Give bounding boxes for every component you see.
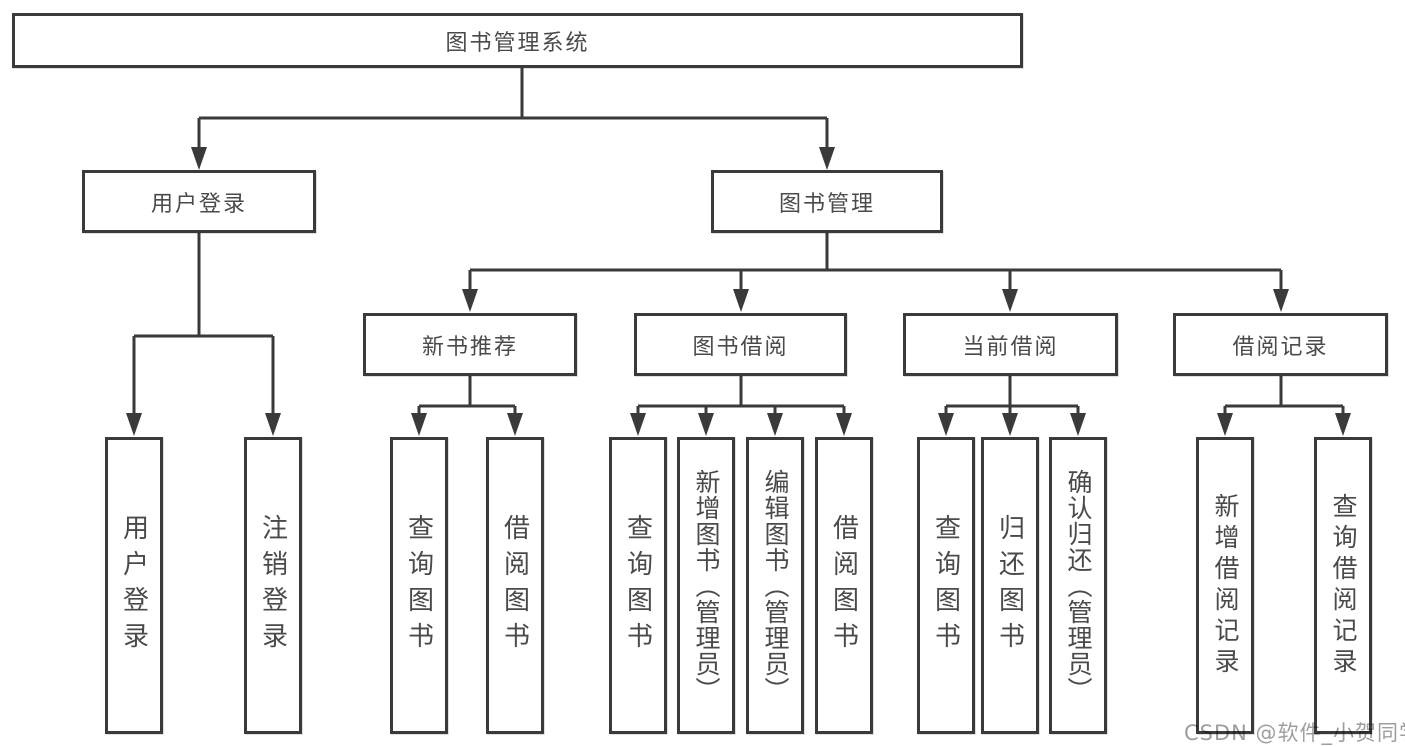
arrow-down-icon xyxy=(462,289,478,312)
arrow-down-icon xyxy=(733,289,749,312)
leaf-borrow-books: 借阅图书 xyxy=(815,437,873,734)
node-user-login: 用户登录 xyxy=(82,170,316,233)
node-label: 归还图书 xyxy=(994,513,1025,658)
node-label: 用户登录 xyxy=(150,191,247,217)
connector-root-to-level2 xyxy=(191,68,835,170)
arrow-down-icon xyxy=(836,413,852,436)
connector-user-login-children xyxy=(126,232,281,436)
node-label: 注销登录 xyxy=(257,513,288,658)
watermark: CSDN @软件_小贺同学 xyxy=(1184,721,1405,745)
node-label: 新增借阅记录 xyxy=(1211,492,1240,679)
connector-new-book-recommend-children xyxy=(411,376,523,436)
node-label: 借阅图书 xyxy=(499,513,530,658)
node-current-borrow: 当前借阅 xyxy=(903,313,1118,376)
leaf-add-books-admin: 新增图书（管理员） xyxy=(677,437,735,734)
node-label: 用户登录 xyxy=(118,513,149,658)
connector-current-borrow-children xyxy=(938,376,1086,436)
arrow-down-icon xyxy=(698,413,714,436)
arrow-down-icon xyxy=(1070,413,1086,436)
node-library-system: 图书管理系统 xyxy=(12,13,1023,68)
node-label: 图书借阅 xyxy=(692,334,789,360)
arrow-down-icon xyxy=(1273,289,1289,312)
node-book-borrow: 图书借阅 xyxy=(634,313,847,376)
connector-book-borrow-children xyxy=(630,376,852,436)
arrow-down-icon xyxy=(767,413,783,436)
node-label: 编辑图书（管理员） xyxy=(761,468,790,703)
node-label: 借阅记录 xyxy=(1232,334,1329,360)
arrow-down-icon xyxy=(191,147,207,170)
node-label: 新书推荐 xyxy=(421,334,518,360)
connector-book-management-children xyxy=(462,233,1289,312)
leaf-query-books-current: 查询图书 xyxy=(917,437,975,734)
node-label: 当前借阅 xyxy=(962,334,1059,360)
leaf-query-borrow-record: 查询借阅记录 xyxy=(1314,437,1372,734)
node-label: 借阅图书 xyxy=(828,513,859,658)
leaf-query-books-borrow: 查询图书 xyxy=(609,437,667,734)
node-label: 新增图书（管理员） xyxy=(692,468,721,703)
node-label: 图书管理 xyxy=(778,191,875,217)
node-borrow-records: 借阅记录 xyxy=(1173,313,1388,376)
leaf-add-borrow-record: 新增借阅记录 xyxy=(1196,437,1254,734)
arrow-down-icon xyxy=(938,413,954,436)
arrow-down-icon xyxy=(411,413,427,436)
arrow-down-icon xyxy=(1002,289,1018,312)
leaf-user-login: 用户登录 xyxy=(105,437,163,734)
arrow-down-icon xyxy=(507,413,523,436)
node-new-book-recommend: 新书推荐 xyxy=(363,313,577,376)
leaf-confirm-return-admin: 确认归还（管理员） xyxy=(1049,437,1107,734)
leaf-query-books-recommend: 查询图书 xyxy=(390,437,448,734)
arrow-down-icon xyxy=(1217,413,1233,436)
leaf-return-books: 归还图书 xyxy=(981,437,1039,734)
arrow-down-icon xyxy=(126,413,142,436)
node-label: 查询图书 xyxy=(930,513,961,658)
node-label: 图书管理系统 xyxy=(445,30,590,56)
arrow-down-icon xyxy=(1002,413,1018,436)
node-label: 查询图书 xyxy=(622,513,653,658)
arrow-down-icon xyxy=(819,147,835,170)
leaf-borrow-books-recommend: 借阅图书 xyxy=(486,437,544,734)
arrow-down-icon xyxy=(265,413,281,436)
arrow-down-icon xyxy=(630,413,646,436)
node-book-management: 图书管理 xyxy=(711,170,943,233)
node-label: 查询图书 xyxy=(403,513,434,658)
node-label: 查询借阅记录 xyxy=(1329,492,1358,679)
leaf-edit-books-admin: 编辑图书（管理员） xyxy=(746,437,804,734)
leaf-logout: 注销登录 xyxy=(244,437,302,734)
arrow-down-icon xyxy=(1335,413,1351,436)
node-label: 确认归还（管理员） xyxy=(1064,468,1093,703)
connector-borrow-records-children xyxy=(1217,376,1351,436)
